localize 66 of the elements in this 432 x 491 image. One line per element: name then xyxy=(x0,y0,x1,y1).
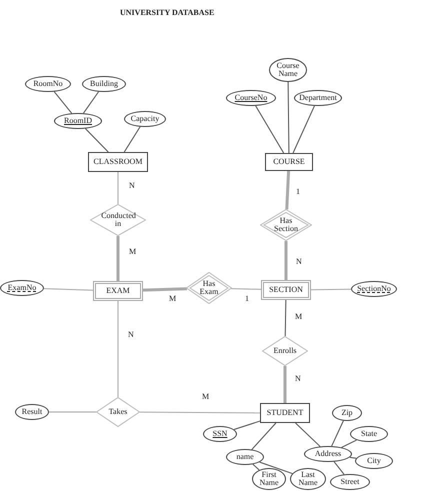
attribute-ellipse: Result xyxy=(15,404,49,420)
attribute-ellipse: Capacity xyxy=(124,111,166,127)
key-attribute-ellipse: SSN xyxy=(203,426,237,442)
weak-entity-box: SECTION xyxy=(261,280,311,300)
cardinality-label: M xyxy=(294,313,304,321)
connector-line xyxy=(295,422,321,447)
double-line xyxy=(284,241,288,280)
connector-line xyxy=(292,105,315,154)
double-line xyxy=(284,366,286,403)
attribute-ellipse: RoomNo xyxy=(25,76,71,92)
attribute-ellipse: Zip xyxy=(332,405,362,421)
cardinality-label: M xyxy=(201,393,210,401)
cardinality-label: N xyxy=(295,258,303,266)
connector-line xyxy=(255,105,284,154)
attribute-ellipse: Street xyxy=(330,474,370,490)
connector-line xyxy=(139,412,260,414)
connector-line xyxy=(288,82,290,154)
double-line xyxy=(285,170,290,210)
identifying-relationship-diamond: Has Section xyxy=(260,209,312,241)
entity-box: CLASSROOM xyxy=(88,152,148,172)
partial-key-ellipse: ExamNo xyxy=(0,280,44,296)
attribute-ellipse: name xyxy=(226,449,264,465)
attribute-ellipse: Address xyxy=(304,446,352,462)
connector-line xyxy=(284,300,286,337)
cardinality-label: N xyxy=(127,331,135,339)
attribute-ellipse: State xyxy=(350,426,388,442)
relationship-diamond: Conducted in xyxy=(90,204,146,236)
connector-line xyxy=(252,464,260,471)
attribute-ellipse: Department xyxy=(294,90,342,106)
relationship-diamond: Enrolls xyxy=(262,336,308,366)
connector-line xyxy=(259,462,293,474)
connector-line xyxy=(54,91,72,114)
connector-line xyxy=(43,288,94,291)
cardinality-label: N xyxy=(128,182,136,190)
connector-line xyxy=(234,420,260,430)
cardinality-label: N xyxy=(294,375,302,383)
key-attribute-ellipse: CourseNo xyxy=(226,90,276,106)
attribute-ellipse: Last Name xyxy=(290,468,326,490)
connector-line xyxy=(124,126,141,152)
connector-line xyxy=(251,422,276,450)
weak-entity-box: EXAM xyxy=(93,281,143,301)
key-attribute-ellipse: RoomID xyxy=(54,113,102,129)
cardinality-label: 1 xyxy=(244,295,250,303)
attribute-ellipse: City xyxy=(355,453,393,469)
connector-line xyxy=(82,91,100,114)
double-line xyxy=(116,236,120,281)
title: UNIVERSITY DATABASE xyxy=(120,9,214,17)
double-line xyxy=(142,287,188,292)
identifying-relationship-diamond: Has Exam xyxy=(186,272,232,304)
attribute-ellipse: Course Name xyxy=(269,58,307,82)
attribute-ellipse: First Name xyxy=(252,468,286,490)
connector-line xyxy=(334,461,344,475)
attribute-ellipse: Building xyxy=(82,76,126,92)
cardinality-label: M xyxy=(168,295,178,303)
connector-line xyxy=(230,288,262,290)
entity-box: COURSE xyxy=(265,153,313,171)
connector-line xyxy=(310,288,352,290)
connector-line xyxy=(341,440,358,448)
partial-key-ellipse: SectionNo xyxy=(351,281,397,297)
relationship-diamond: Takes xyxy=(96,397,140,427)
connector-line xyxy=(349,456,357,459)
connector-line xyxy=(84,128,109,152)
entity-box: STUDENT xyxy=(260,403,310,423)
connector-line xyxy=(331,420,344,447)
cardinality-label: M xyxy=(128,248,138,256)
cardinality-label: 1 xyxy=(295,188,301,196)
